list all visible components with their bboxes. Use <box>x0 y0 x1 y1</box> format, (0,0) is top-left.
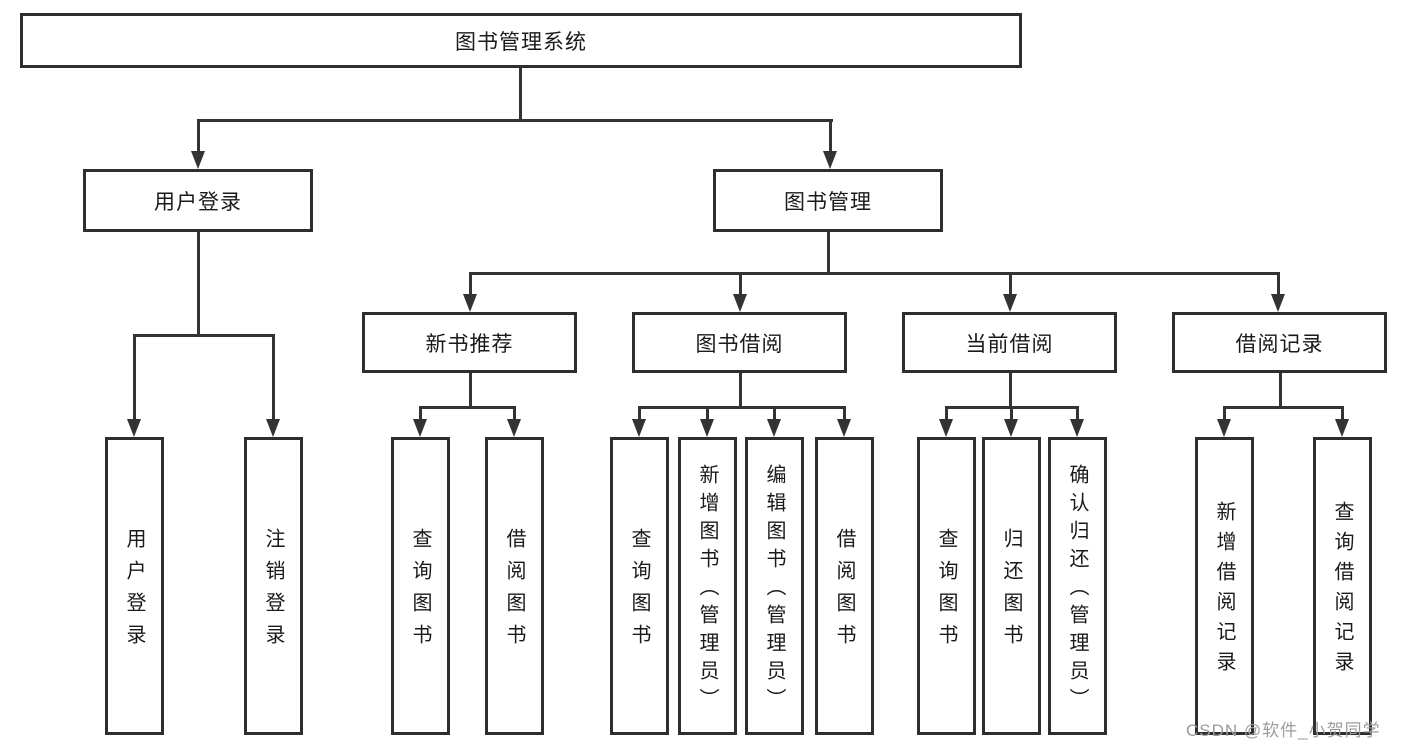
node-label: 新增借阅记录 <box>1213 501 1235 681</box>
connector-arrow-line <box>1009 272 1012 298</box>
node-label: 借阅记录 <box>1235 332 1324 356</box>
node-user-login-group: 用户登录 <box>83 169 313 232</box>
connector-stem <box>739 371 742 409</box>
arrowhead-down <box>1004 419 1018 437</box>
connector-arrow-line <box>945 406 948 422</box>
node-label: 图书管理 <box>784 190 872 214</box>
leaf-add-books-admin: 新增图书（管理员） <box>678 437 737 735</box>
node-label: 查询借阅记录 <box>1331 501 1353 681</box>
leaf-query-books-3: 查询图书 <box>917 437 976 735</box>
leaf-return-books: 归还图书 <box>982 437 1041 735</box>
connector-arrow-line <box>133 334 136 422</box>
arrowhead-down <box>733 294 747 312</box>
connector-stem <box>1009 371 1012 409</box>
leaf-borrow-books-2: 借阅图书 <box>815 437 874 735</box>
csdn-watermark: CSDN @软件_小贺同学 <box>1186 721 1381 740</box>
arrowhead-down <box>1271 294 1285 312</box>
connector-arrow-line <box>1076 406 1079 422</box>
node-label: 查询图书 <box>409 528 431 656</box>
arrowhead-down <box>127 419 141 437</box>
arrowhead-down <box>1003 294 1017 312</box>
connector-branch <box>419 406 516 409</box>
arrowhead-down <box>463 294 477 312</box>
connector-stem <box>469 371 472 409</box>
connector-arrow-line <box>419 406 422 422</box>
node-current-borrow: 当前借阅 <box>902 312 1117 373</box>
node-label: 确认归还（管理员） <box>1066 464 1088 716</box>
arrowhead-down <box>507 419 521 437</box>
leaf-query-books-2: 查询图书 <box>610 437 669 735</box>
arrowhead-down <box>700 419 714 437</box>
node-label: 用户登录 <box>123 528 145 656</box>
leaf-query-books-1: 查询图书 <box>391 437 450 735</box>
connector-arrow-line <box>843 406 846 422</box>
node-label: 用户登录 <box>154 190 242 214</box>
arrowhead-down <box>1070 419 1084 437</box>
leaf-logout: 注销登录 <box>244 437 303 735</box>
leaf-edit-books-admin: 编辑图书（管理员） <box>745 437 804 735</box>
arrowhead-down <box>823 151 837 169</box>
leaf-borrow-books-1: 借阅图书 <box>485 437 544 735</box>
leaf-confirm-return-admin: 确认归还（管理员） <box>1048 437 1107 735</box>
connector-arrow-line <box>1341 406 1344 422</box>
connector-arrow-line <box>272 334 275 422</box>
connector-root-branch <box>197 119 833 122</box>
connector-branch <box>1223 406 1343 409</box>
connector-arrow-line <box>197 119 200 153</box>
connector-stem <box>1279 371 1282 409</box>
arrowhead-down <box>1217 419 1231 437</box>
connector-stem <box>827 230 830 275</box>
node-borrow-records: 借阅记录 <box>1172 312 1387 373</box>
leaf-query-borrow-record: 查询借阅记录 <box>1313 437 1372 735</box>
connector-arrow-line <box>638 406 641 422</box>
node-book-borrow: 图书借阅 <box>632 312 847 373</box>
connector-arrow-line <box>1277 272 1280 298</box>
node-label: 新书推荐 <box>425 332 514 356</box>
node-label: 当前借阅 <box>965 332 1054 356</box>
arrowhead-down <box>1335 419 1349 437</box>
arrowhead-down <box>767 419 781 437</box>
node-library-system: 图书管理系统 <box>20 13 1022 68</box>
node-label: 借阅图书 <box>503 528 525 656</box>
node-label: 借阅图书 <box>833 528 855 656</box>
connector-arrow-line <box>1223 406 1226 422</box>
node-book-management: 图书管理 <box>713 169 943 232</box>
arrowhead-down <box>266 419 280 437</box>
node-label: 新增图书（管理员） <box>696 464 718 716</box>
node-label: 归还图书 <box>1000 528 1022 656</box>
node-new-book-recommend: 新书推荐 <box>362 312 577 373</box>
arrowhead-down <box>191 151 205 169</box>
connector-arrow-line <box>739 272 742 298</box>
node-label: 查询图书 <box>628 528 650 656</box>
arrowhead-down <box>939 419 953 437</box>
arrowhead-down <box>837 419 851 437</box>
arrowhead-down <box>632 419 646 437</box>
connector-arrow-line <box>469 272 472 298</box>
connector-branch <box>133 334 275 337</box>
node-label: 查询图书 <box>935 528 957 656</box>
connector-arrow-line <box>829 119 832 153</box>
connector-arrow-line <box>1010 406 1013 422</box>
connector-branch <box>469 272 1280 275</box>
connector-arrow-line <box>706 406 709 422</box>
leaf-user-login: 用户登录 <box>105 437 164 735</box>
connector-arrow-line <box>773 406 776 422</box>
connector-stem <box>197 230 200 337</box>
node-label: 编辑图书（管理员） <box>763 464 785 716</box>
node-label: 图书借阅 <box>695 332 784 356</box>
node-label: 注销登录 <box>262 528 284 656</box>
arrowhead-down <box>413 419 427 437</box>
leaf-add-borrow-record: 新增借阅记录 <box>1195 437 1254 735</box>
connector-branch <box>638 406 845 409</box>
connector-root-stem <box>519 66 522 122</box>
node-label: 图书管理系统 <box>455 30 587 54</box>
connector-arrow-line <box>513 406 516 422</box>
